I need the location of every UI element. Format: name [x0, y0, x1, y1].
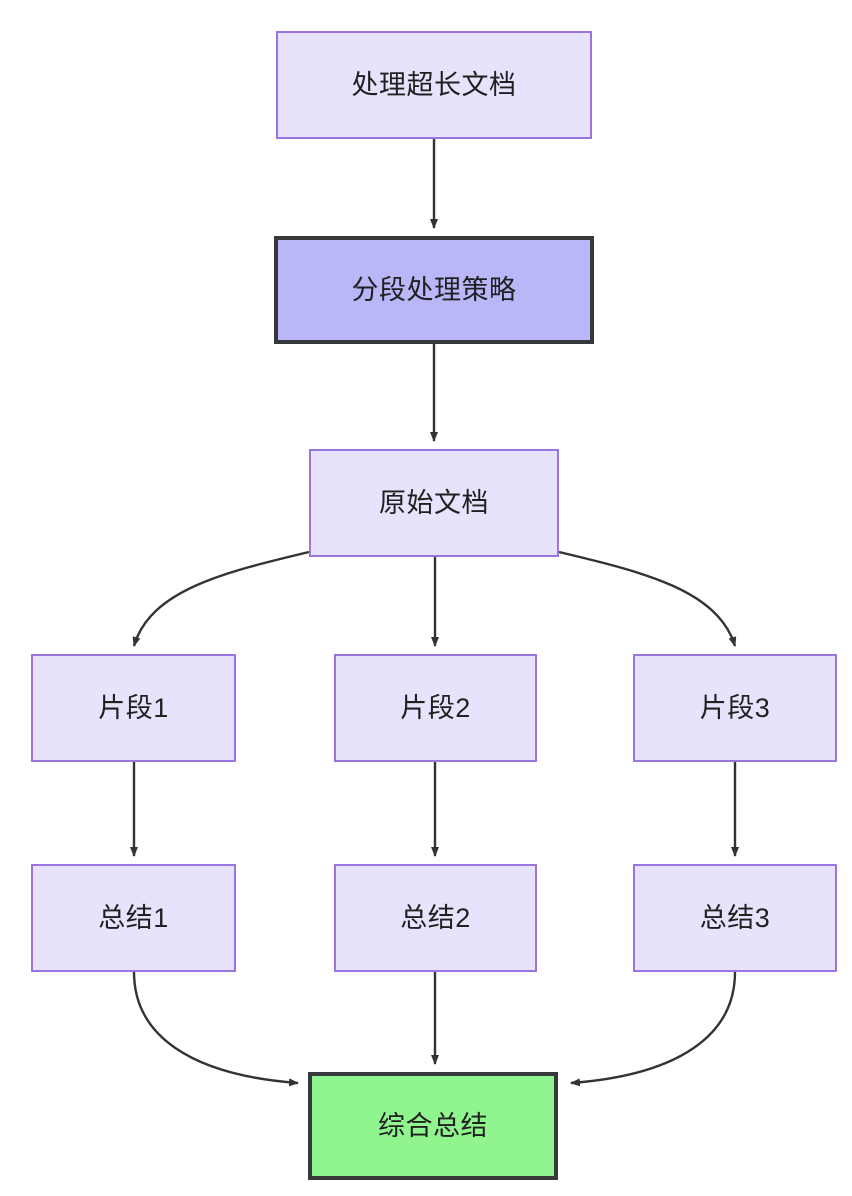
- node-label: 处理超长文档: [351, 69, 517, 100]
- edge-n9-n10: [570, 971, 737, 1087]
- node-summary-1[interactable]: 总结1: [31, 864, 236, 972]
- node-fragment-2[interactable]: 片段2: [334, 654, 537, 762]
- node-label: 原始文档: [379, 487, 489, 518]
- node-label: 片段3: [699, 692, 771, 723]
- edge-n3-n4: [132, 550, 310, 647]
- node-label: 总结2: [400, 902, 471, 933]
- node-label: 综合总结: [378, 1110, 488, 1141]
- node-summary-3[interactable]: 总结3: [633, 864, 837, 972]
- node-handle-long-document[interactable]: 处理超长文档: [276, 31, 592, 139]
- node-summary-2[interactable]: 总结2: [334, 864, 537, 972]
- edge-n7-n10: [132, 971, 299, 1087]
- node-fragment-3[interactable]: 片段3: [633, 654, 837, 762]
- node-label: 片段2: [400, 692, 471, 723]
- node-fragment-1[interactable]: 片段1: [31, 654, 236, 762]
- node-original-document[interactable]: 原始文档: [309, 449, 559, 557]
- node-label: 片段1: [98, 692, 169, 723]
- edge-n3-n6: [558, 550, 737, 647]
- node-label: 总结1: [98, 902, 169, 933]
- node-label: 总结3: [699, 902, 771, 933]
- node-final-summary[interactable]: 综合总结: [308, 1072, 558, 1180]
- node-chunking-strategy[interactable]: 分段处理策略: [274, 236, 594, 344]
- node-label: 分段处理策略: [351, 274, 517, 305]
